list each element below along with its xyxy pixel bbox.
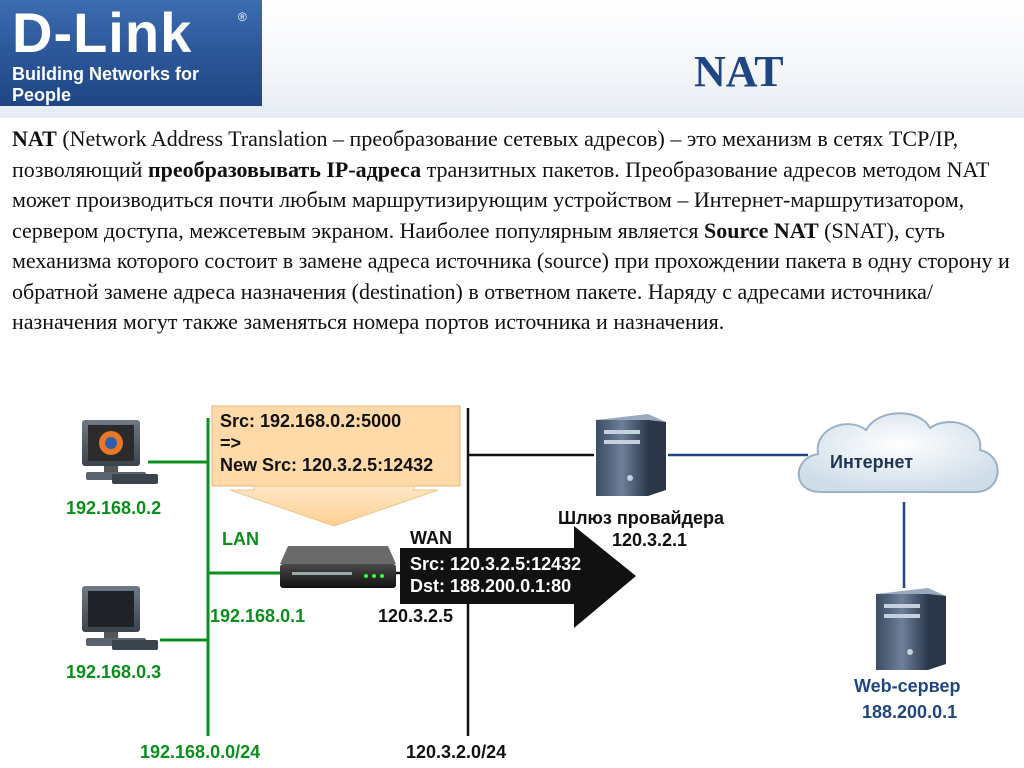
header-banner: D-Link ® Building Networks for People NA…: [0, 0, 1024, 118]
internet-lines: [668, 453, 906, 588]
pc2-ip: 192.168.0.3: [66, 662, 161, 682]
server-icon: [876, 588, 946, 670]
internet-label: Интернет: [830, 452, 913, 472]
nat-packet-arrow: Src: 120.3.2.5:12432 Dst: 188.200.0.1:80: [400, 526, 636, 628]
lan-subnet: 192.168.0.0/24: [140, 742, 260, 762]
cloud-icon: [797, 412, 999, 493]
orig-packet-line2: =>: [220, 433, 241, 453]
pc-icon: [82, 420, 158, 484]
wan-subnet: 120.3.2.0/24: [406, 742, 506, 762]
orig-packet-line1: Src: 192.168.0.2:5000: [220, 411, 401, 431]
webserver-ip: 188.200.0.1: [862, 702, 957, 722]
body-text-3: (SNAT), суть механизма которого состоит …: [12, 217, 1010, 335]
dlink-logo: D-Link ® Building Networks for People: [0, 0, 262, 106]
orig-packet-line3: New Src: 120.3.2.5:12432: [220, 455, 433, 475]
logo-tagline: Building Networks for People: [12, 64, 200, 105]
gateway-ip: 120.3.2.1: [612, 530, 687, 550]
lan-lines: [148, 418, 282, 736]
server-icon: [596, 414, 666, 496]
pc1-ip: 192.168.0.2: [66, 498, 161, 518]
body-emphasis-convert: преобразовывать IP-адреса: [147, 156, 422, 182]
pc-icon: [82, 586, 158, 650]
slide-title: NAT: [694, 47, 784, 96]
wan-label: WAN: [410, 528, 452, 548]
body-text-2: транзитных пакетов. Преобразование адрес…: [12, 156, 990, 243]
nat-network-diagram: 192.168.0.2 192.168.0.3 LAN 192.168.0.1 …: [66, 405, 999, 762]
logo-registered-mark: ®: [238, 10, 247, 24]
body-term-snat: Source NAT: [703, 217, 819, 243]
webserver-label: Web-сервер: [854, 676, 961, 696]
lan-label: LAN: [222, 529, 259, 549]
nat-packet-line1: Src: 120.3.2.5:12432: [410, 554, 581, 574]
body-paragraph: NAT (Network Address Translation – преоб…: [12, 124, 1012, 338]
logo-name: D-Link: [12, 1, 193, 64]
router-lan-ip: 192.168.0.1: [210, 606, 305, 626]
gateway-label: Шлюз провайдера: [558, 508, 725, 528]
router-icon: [280, 546, 396, 588]
original-packet-box: Src: 192.168.0.2:5000 => New Src: 120.3.…: [211, 405, 461, 527]
body-text-1: (Network Address Translation – преобразо…: [12, 126, 959, 182]
nat-packet-line2: Dst: 188.200.0.1:80: [410, 576, 571, 596]
body-term-nat: NAT: [12, 126, 57, 151]
router-wan-ip: 120.3.2.5: [378, 606, 453, 626]
